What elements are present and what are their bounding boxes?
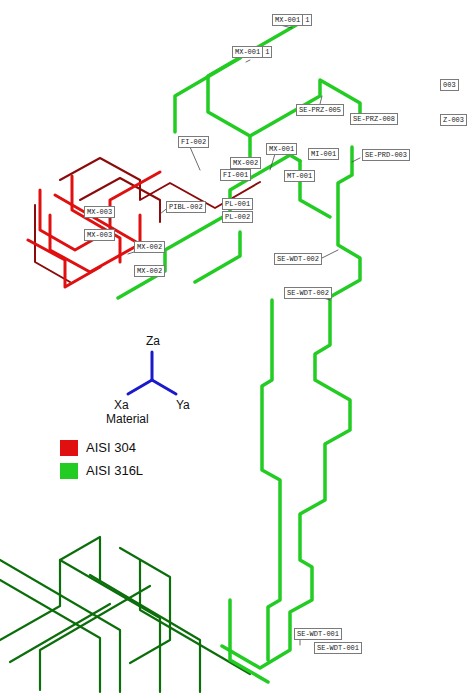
tag-text: PL-002 <box>225 213 250 221</box>
pipe-run <box>35 158 260 282</box>
pipe-tag: MX-003 <box>84 229 115 241</box>
tag-text: SE-PRD-003 <box>365 151 407 159</box>
legend-text: AISI 316L <box>86 463 143 479</box>
pipe-tag: 003 <box>440 79 459 91</box>
axis-triad <box>128 352 176 394</box>
tag-text: FI-002 <box>181 138 206 146</box>
axis-label: Ya <box>176 398 190 412</box>
pipe-tag: MX-001 <box>232 46 263 58</box>
pipe-tag: MX-001 <box>266 143 297 155</box>
tag-text: MX-002 <box>233 159 258 167</box>
tag-text: 1 <box>305 16 309 24</box>
legend-heading: Material <box>106 412 149 426</box>
pipe-tag: MX-002 <box>230 157 261 169</box>
pipe-tag: SE-WDT-002 <box>284 287 332 299</box>
pipe-tag: Z-003 <box>440 114 467 126</box>
tag-text: MX-003 <box>87 208 112 216</box>
tag-text: MX-002 <box>137 243 162 251</box>
pipe-tag: SE-PRZ-008 <box>350 113 398 125</box>
tag-text: Z-003 <box>443 116 464 124</box>
tag-text: MX-003 <box>87 231 112 239</box>
tag-text: MX-002 <box>137 267 162 275</box>
axis-label: Xa <box>114 398 129 412</box>
pipe-tag: PL-002 <box>222 211 253 223</box>
pipe-tag: PIBL-002 <box>166 201 206 213</box>
pipe-tag: SE-WDT-002 <box>274 253 322 265</box>
pipe-tag: PL-001 <box>222 198 253 210</box>
axis-label: Za <box>146 334 160 348</box>
tag-text: MX-001 <box>269 145 294 153</box>
pipe-tag: MI-001 <box>308 148 339 160</box>
pipe-tag: 1 <box>262 46 272 58</box>
leader-line <box>110 24 370 645</box>
pipe-tag: FI-001 <box>220 169 251 181</box>
pipe-run <box>0 537 250 692</box>
legend-swatch <box>60 463 78 479</box>
pipe-tag: MT-001 <box>284 170 315 182</box>
tag-text: SE-WDT-001 <box>297 630 339 638</box>
pipe-run <box>118 24 360 682</box>
tag-text: 1 <box>265 48 269 56</box>
pipe-tag: SE-PRZ-005 <box>296 104 344 116</box>
pipe-tag: FI-002 <box>178 136 209 148</box>
tag-text: 003 <box>443 81 456 89</box>
pipe-tag: SE-WDT-001 <box>314 642 362 654</box>
pipe-tag: SE-PRD-003 <box>362 149 410 161</box>
pipe-tag: MX-002 <box>134 241 165 253</box>
tag-text: SE-PRZ-005 <box>299 106 341 114</box>
pipe-tag: MX-001 <box>272 14 303 26</box>
tag-text: SE-PRZ-008 <box>353 115 395 123</box>
tag-text: SE-WDT-002 <box>287 289 329 297</box>
tag-text: PL-001 <box>225 200 250 208</box>
pipe-tag: SE-WDT-001 <box>294 628 342 640</box>
tag-text: SE-WDT-001 <box>317 644 359 652</box>
tag-text: PIBL-002 <box>169 203 203 211</box>
tag-text: MI-001 <box>311 150 336 158</box>
tag-text: MT-001 <box>287 172 312 180</box>
tag-text: MX-001 <box>235 48 260 56</box>
tag-text: FI-001 <box>223 171 248 179</box>
tag-text: SE-WDT-002 <box>277 255 319 263</box>
pipe-tag: MX-002 <box>134 265 165 277</box>
legend-text: AISI 304 <box>86 440 136 456</box>
legend-swatch <box>60 440 78 456</box>
pipe-tag: 1 <box>302 14 312 26</box>
pipe-tag: MX-003 <box>84 206 115 218</box>
tag-text: MX-001 <box>275 16 300 24</box>
